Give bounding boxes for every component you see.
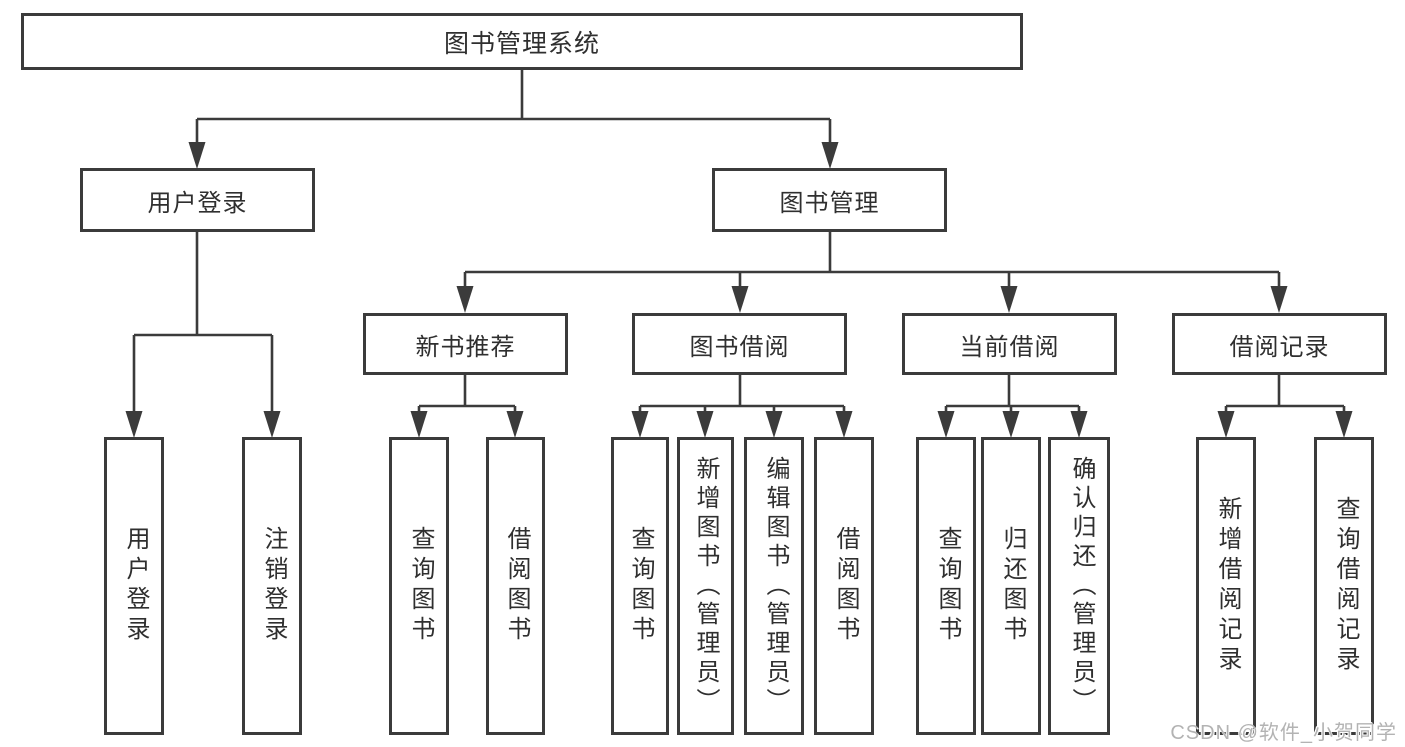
arrow-down-icon bbox=[835, 411, 853, 438]
leaf-borrow-books: 借阅图书 bbox=[814, 437, 874, 735]
connector-bookborrow-to-leaves bbox=[638, 375, 846, 413]
arrow-down-icon bbox=[1270, 286, 1288, 313]
leaf-return-books: 归还图书 bbox=[981, 437, 1041, 735]
arrowheads bbox=[125, 142, 1353, 438]
arrow-down-icon bbox=[937, 411, 955, 438]
leaf-add-borrow-record: 新增借阅记录 bbox=[1196, 437, 1256, 735]
leaf-query-books-borrow: 查询图书 bbox=[611, 437, 669, 735]
node-book-management: 图书管理 bbox=[712, 168, 947, 232]
arrow-down-icon bbox=[821, 142, 839, 169]
leaf-add-books-admin: 新增图书（管理员） bbox=[677, 437, 734, 735]
connector-root-to-level2 bbox=[195, 70, 832, 144]
connector-bookmgmt-to-level3 bbox=[463, 232, 1281, 288]
node-borrowing-records: 借阅记录 bbox=[1172, 313, 1387, 375]
arrow-down-icon bbox=[696, 411, 714, 438]
leaf-logout: 注销登录 bbox=[242, 437, 302, 735]
node-user-login: 用户登录 bbox=[80, 168, 315, 232]
connector-borrowrecords-to-leaves bbox=[1224, 375, 1346, 413]
csdn-watermark: CSDN @软件_小贺同学 bbox=[1170, 722, 1397, 744]
arrow-down-icon bbox=[125, 411, 143, 438]
arrow-down-icon bbox=[1070, 411, 1088, 438]
arrow-down-icon bbox=[631, 411, 649, 438]
arrow-down-icon bbox=[456, 286, 474, 313]
arrow-down-icon bbox=[1335, 411, 1353, 438]
arrow-down-icon bbox=[188, 142, 206, 169]
leaf-confirm-return-admin: 确认归还（管理员） bbox=[1048, 437, 1110, 735]
arrow-down-icon bbox=[506, 411, 524, 438]
leaf-query-books-recommend: 查询图书 bbox=[389, 437, 449, 735]
node-root-library-system: 图书管理系统 bbox=[21, 13, 1023, 70]
leaf-query-books-current: 查询图书 bbox=[916, 437, 976, 735]
leaf-borrow-books-recommend: 借阅图书 bbox=[486, 437, 545, 735]
arrow-down-icon bbox=[410, 411, 428, 438]
node-book-borrowing: 图书借阅 bbox=[632, 313, 847, 375]
leaf-user-login: 用户登录 bbox=[104, 437, 164, 735]
node-new-book-recommendation: 新书推荐 bbox=[363, 313, 568, 375]
arrow-down-icon bbox=[263, 411, 281, 438]
connector-newbooks-to-leaves bbox=[417, 375, 517, 413]
arrow-down-icon bbox=[731, 286, 749, 313]
arrow-down-icon bbox=[1000, 286, 1018, 313]
arrow-down-icon bbox=[1002, 411, 1020, 438]
node-current-borrowing: 当前借阅 bbox=[902, 313, 1117, 375]
connector-userlogin-to-leaves bbox=[132, 232, 274, 413]
connector-currentborrow-to-leaves bbox=[944, 375, 1081, 413]
arrow-down-icon bbox=[1217, 411, 1235, 438]
leaf-edit-books-admin: 编辑图书（管理员） bbox=[744, 437, 804, 735]
leaf-query-borrow-record: 查询借阅记录 bbox=[1314, 437, 1374, 735]
arrow-down-icon bbox=[765, 411, 783, 438]
